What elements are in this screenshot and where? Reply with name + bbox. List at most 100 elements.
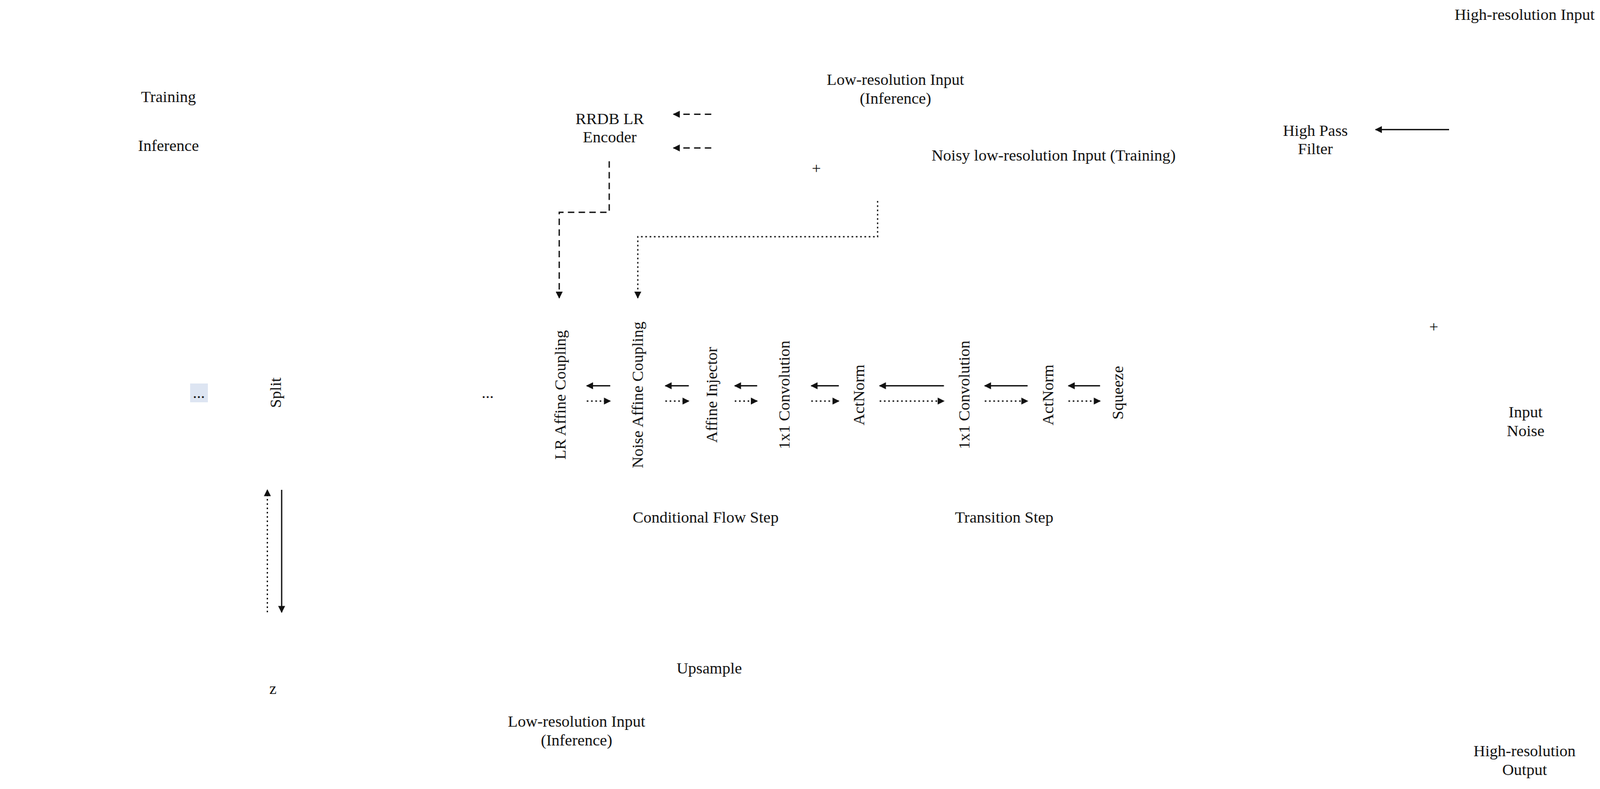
actnorm-layer: ActNorm — [1027, 298, 1069, 492]
symbol-label: ... — [190, 383, 208, 403]
image-input: Noisy low-resolution Input (Training) — [711, 135, 1179, 202]
connector-arrow — [1068, 385, 1100, 387]
symbol-label-holder: + — [812, 158, 822, 178]
image-input: High-resolution Input — [1449, 5, 1599, 197]
node-label: High-resolution Input — [1453, 5, 1597, 25]
node-label: High-resolution Output — [1453, 741, 1597, 779]
low-resolution-image — [705, 130, 812, 205]
flow-step-panel: Conditional Flow Step LR Affine Coupling N… — [508, 275, 903, 547]
node-label: 1x1 Convolution — [954, 303, 974, 487]
low-resolution-image — [526, 632, 628, 706]
level-panel — [241, 263, 1151, 562]
split-layer: Split — [258, 295, 294, 490]
symbol-label: + — [1429, 317, 1439, 337]
squeeze-layer: Squeeze — [1099, 295, 1136, 490]
convolution-layer: 1x1 Convolution — [757, 298, 812, 492]
trapezoid-outline — [635, 613, 760, 729]
filter-box: High Pass Filter — [1255, 83, 1376, 197]
legend-label: Training — [141, 87, 197, 107]
transition-step-panel-shape — [923, 275, 1085, 547]
connector-arrow — [879, 385, 945, 387]
injector-layer: Affine Injector — [688, 298, 735, 492]
transition-step-panel: Transition Step 1x1 Convolution ActNorm — [923, 275, 1085, 547]
convolution-layer: 1x1 Convolution — [944, 298, 986, 492]
training-sample — [104, 114, 237, 117]
connector-arrow — [811, 400, 839, 402]
connector-arrow — [879, 400, 945, 402]
node-label: Noisy low-resolution Input (Training) — [928, 146, 1179, 165]
connector-arrow — [559, 161, 610, 299]
connector-arrow — [1375, 128, 1450, 130]
node-label: 1x1 Convolution — [775, 303, 794, 487]
node-label: Squeeze — [1108, 301, 1128, 485]
image-output: High-resolution Output — [1449, 607, 1599, 787]
coupling-layer: LR Affine Coupling — [533, 298, 588, 492]
connector-arrow — [665, 385, 690, 387]
inference-sample — [102, 128, 235, 131]
image-input: Low-resolution Input (Inference) — [474, 638, 679, 761]
node-label: ActNorm — [1038, 303, 1058, 487]
connector-arrow — [985, 385, 1028, 387]
connector-arrow — [638, 200, 879, 299]
connector-arrow — [280, 489, 282, 613]
node-label: Affine Injector — [702, 303, 722, 487]
noise-image: Input Noise — [1451, 258, 1600, 450]
level-panel — [35, 265, 162, 564]
signal-arrows — [950, 197, 1447, 674]
noise-image — [833, 135, 924, 202]
node-label: Transition Step — [923, 508, 1085, 527]
high-resolution-image — [1438, 596, 1600, 748]
flow-arrows — [163, 385, 533, 401]
latent-image — [229, 612, 316, 677]
symbol-label: + — [812, 158, 822, 178]
symbol-label-holder: ... — [190, 383, 208, 403]
node-label: Conditional Flow Step — [508, 508, 903, 527]
connector-arrow — [665, 400, 690, 402]
encoder-box: RRDB LR Encoder — [546, 95, 675, 162]
node-label: Low-resolution Input (Inference) — [811, 70, 980, 108]
high-frequency-image — [1239, 258, 1418, 392]
symbol-label: ... — [479, 383, 497, 403]
condition-bus — [98, 212, 560, 295]
connector-arrow — [586, 400, 611, 402]
high-frequency-image — [1239, 408, 1418, 541]
level-bars — [45, 275, 157, 546]
latent-image: z — [229, 612, 317, 705]
connector-arrow — [1068, 400, 1100, 402]
node-label: ActNorm — [850, 303, 870, 487]
symbol-label-holder: ... — [479, 383, 497, 403]
connector-arrow — [985, 400, 1028, 402]
connector-arrow — [266, 489, 269, 613]
coupling-layer: Noise Affine Coupling — [610, 298, 666, 492]
flow-network-panel — [22, 247, 1172, 580]
image-input: Low-resolution Input (Inference) — [711, 58, 980, 125]
node-label: Upsample — [663, 659, 756, 678]
high-resolution-image — [1438, 51, 1600, 202]
node-label: z — [229, 679, 317, 699]
low-resolution-image — [705, 53, 812, 129]
node-label: Noise Affine Coupling — [628, 303, 648, 487]
connector-arrow — [734, 385, 758, 387]
connector-arrow — [673, 113, 712, 115]
legend-label-holder: Inference — [138, 136, 199, 156]
connector-arrow — [811, 385, 839, 387]
upsample-block: Upsample — [634, 612, 761, 730]
connector-arrow — [734, 400, 758, 402]
node-label: LR Affine Coupling — [551, 303, 570, 487]
node-label: Input Noise — [1494, 402, 1556, 440]
noise-image — [1451, 258, 1600, 392]
symbol-label-holder: + — [1429, 317, 1439, 337]
flow-step-bars — [339, 295, 448, 492]
connector-arrow — [586, 385, 611, 387]
node-label: Split — [266, 301, 286, 485]
upsampled-image — [760, 597, 965, 745]
sum-symbol — [1319, 663, 1341, 684]
node-label: Low-resolution Input (Inference) — [489, 712, 664, 750]
legend-label-holder: Training — [141, 87, 197, 107]
legend-samples — [102, 115, 237, 130]
actnorm-layer: ActNorm — [838, 298, 880, 492]
node-label: RRDB LR Encoder — [555, 109, 665, 147]
node-label: High Pass Filter — [1264, 121, 1366, 159]
